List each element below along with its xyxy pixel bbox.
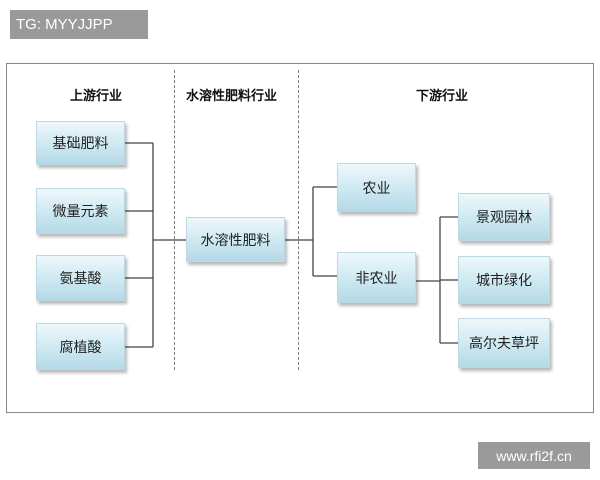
divider-upstream xyxy=(174,70,175,370)
node-upstream-3: 氨基酸 xyxy=(36,255,125,301)
tg-label: TG: MYYJJPP xyxy=(10,10,148,39)
node-child-landscape: 景观园林 xyxy=(458,193,550,241)
header-downstream: 下游行业 xyxy=(416,89,469,104)
node-upstream-4: 腐植酸 xyxy=(36,323,125,370)
node-upstream-2: 微量元素 xyxy=(36,188,125,234)
diagram-frame xyxy=(6,63,594,413)
node-downstream-nonagri: 非农业 xyxy=(337,252,416,303)
header-upstream: 上游行业 xyxy=(70,89,123,104)
node-child-urban-greening: 城市绿化 xyxy=(458,256,550,304)
node-child-golf-turf: 高尔夫草坪 xyxy=(458,318,550,368)
watermark: www.rfi2f.cn xyxy=(478,442,590,469)
node-upstream-1: 基础肥料 xyxy=(36,121,125,165)
divider-downstream xyxy=(298,70,299,370)
node-center: 水溶性肥料 xyxy=(186,217,285,262)
node-downstream-agri: 农业 xyxy=(337,163,416,212)
header-midstream: 水溶性肥料行业 xyxy=(186,89,278,104)
